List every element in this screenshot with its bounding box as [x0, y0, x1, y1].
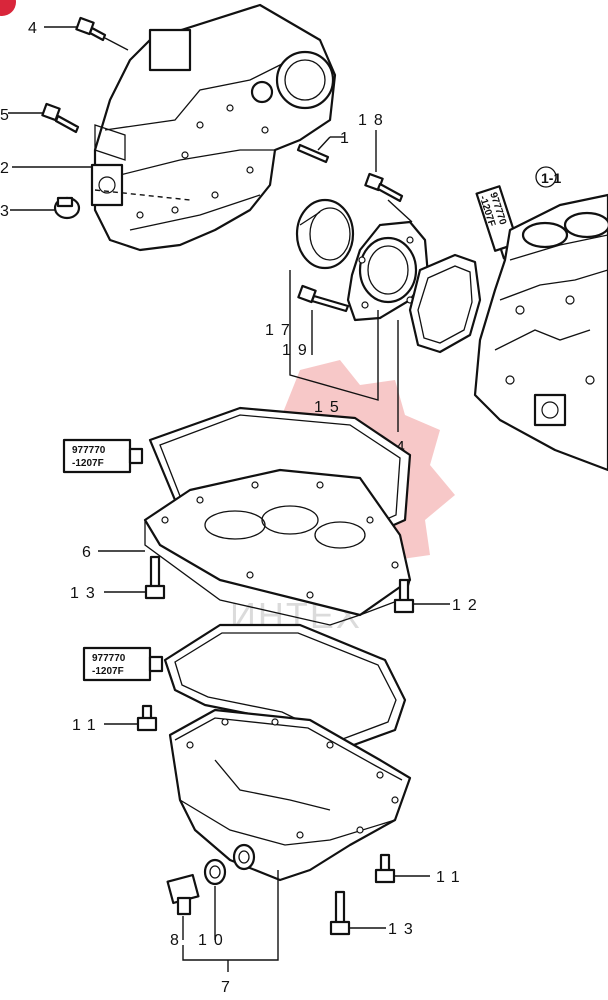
drain-plug-8 — [166, 873, 200, 916]
svg-text:-1207F: -1207F — [92, 666, 124, 677]
leader-15 — [289, 320, 379, 401]
bolt-18 — [364, 172, 404, 203]
gasket-14 — [408, 253, 482, 354]
flywheel-housing — [90, 3, 337, 252]
sealant-tube-lower: 977770 -1207F — [82, 646, 164, 682]
callout-5: 5 — [0, 107, 16, 124]
bolt-13-upper — [144, 555, 166, 600]
oil-seal-17 — [295, 198, 355, 270]
washer-10 — [203, 858, 227, 886]
bolt-11-right — [374, 853, 396, 884]
bolt-12 — [393, 578, 415, 614]
seal-holder-15 — [346, 220, 430, 322]
leader-7 — [182, 870, 279, 961]
bolt-13-lower — [329, 890, 351, 936]
callout-8: 8 — [170, 932, 186, 949]
lower-crankcase-6 — [143, 468, 412, 626]
svg-text:-1207F: -1207F — [72, 458, 104, 469]
oil-pan — [168, 708, 412, 882]
callout-4: 4 — [28, 20, 44, 37]
callout-1-1: 1-1 — [541, 170, 561, 186]
sealant-tube-mid: 977770 -1207F — [62, 438, 144, 474]
callout-13-upper: 13 — [70, 585, 102, 602]
leader-4b — [104, 37, 129, 51]
leader-dash-housing — [94, 189, 191, 201]
callout-7: 7 — [221, 979, 237, 996]
dowel-pin-1 — [296, 143, 330, 164]
callout-1: 1 — [340, 130, 356, 147]
svg-text:977770: 977770 — [72, 445, 106, 456]
callout-19: 19 — [282, 342, 314, 359]
callout-2: 2 — [0, 160, 16, 177]
oil-pan-gasket-lower — [163, 623, 407, 752]
callout-18: 18 — [358, 112, 390, 129]
callout-3: 3 — [0, 203, 16, 220]
callout-12: 12 — [452, 597, 484, 614]
bolt-11-left — [136, 704, 158, 732]
svg-text:977770: 977770 — [92, 653, 126, 664]
callout-15: 15 — [314, 399, 346, 416]
callout-6: 6 — [82, 544, 98, 561]
bolt-4 — [75, 16, 107, 42]
callout-10: 10 — [198, 932, 230, 949]
cylinder-block — [473, 193, 608, 472]
callout-17: 17 — [265, 322, 297, 339]
callout-11-left: 11 — [72, 717, 103, 734]
callout-ring-1-1 — [535, 166, 557, 188]
callout-11-right: 11 — [436, 869, 467, 886]
leader-18-hole — [387, 199, 413, 223]
corner-badge — [0, 0, 16, 16]
bolt-5 — [41, 102, 80, 134]
plug-3 — [53, 196, 81, 220]
bolt-19 — [297, 284, 350, 313]
leader-1b — [317, 136, 331, 151]
callout-13-lower: 13 — [388, 921, 420, 938]
